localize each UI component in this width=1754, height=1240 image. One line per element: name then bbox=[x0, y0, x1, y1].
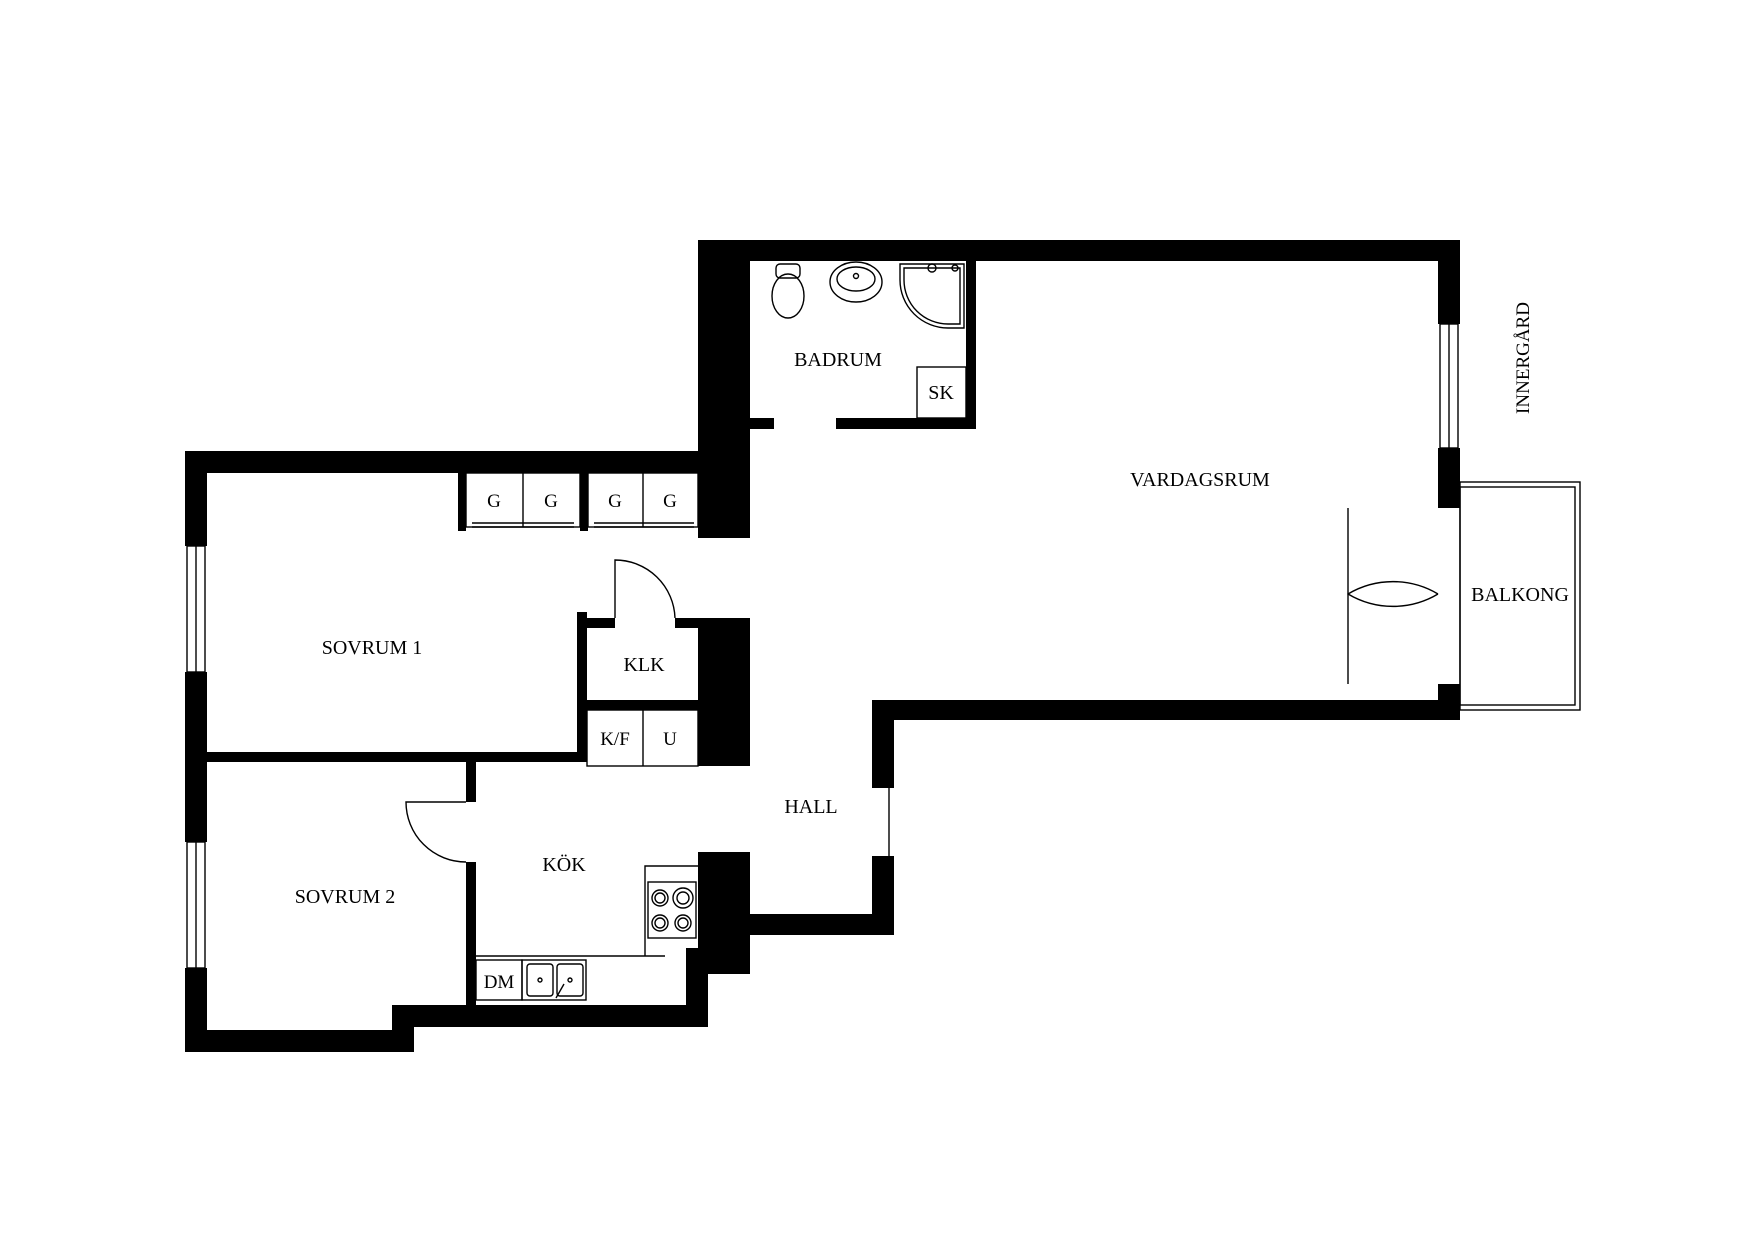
fixture-label-dm: DM bbox=[484, 972, 515, 993]
room-label-vardagsrum: VARDAGSRUM bbox=[1130, 469, 1270, 491]
doors bbox=[405, 508, 1439, 863]
balcony bbox=[1459, 481, 1581, 711]
fixture-label-sk: SK bbox=[928, 382, 954, 404]
stove-icon bbox=[647, 881, 697, 939]
sk-cabinet bbox=[916, 366, 967, 419]
labels: BADRUM SK VARDAGSRUM SOVRUM 1 KLK K/F U … bbox=[295, 302, 1569, 993]
wardrobes bbox=[465, 472, 699, 528]
room-label-hall: HALL bbox=[784, 796, 837, 818]
room-label-kok: KÖK bbox=[542, 853, 586, 876]
bathroom-fixtures bbox=[771, 261, 967, 419]
room-label-sovrum2: SOVRUM 2 bbox=[295, 886, 396, 908]
fixture-label-g: G bbox=[663, 491, 677, 512]
fixture-label-g: G bbox=[544, 491, 558, 512]
room-label-balkong: BALKONG bbox=[1471, 584, 1569, 606]
fixture-label-u: U bbox=[663, 729, 677, 750]
closet-units bbox=[586, 709, 699, 767]
shower-icon bbox=[899, 263, 965, 329]
orientation-label-innergard: INNERGÅRD bbox=[1513, 302, 1534, 414]
sink-icon bbox=[829, 261, 883, 303]
room-label-klk: KLK bbox=[623, 654, 665, 676]
walls bbox=[185, 240, 1460, 1052]
room-label-sovrum1: SOVRUM 1 bbox=[322, 637, 423, 659]
kitchen-sink-icon bbox=[521, 959, 587, 1001]
fixture-label-kf: K/F bbox=[600, 729, 630, 750]
room-label-badrum: BADRUM bbox=[794, 349, 882, 371]
kitchen-fixtures bbox=[475, 865, 698, 1001]
windows bbox=[186, 323, 1459, 969]
fixture-label-g: G bbox=[487, 491, 501, 512]
dishwasher bbox=[475, 959, 523, 1001]
fixture-label-g: G bbox=[608, 491, 622, 512]
toilet-icon bbox=[771, 263, 805, 319]
